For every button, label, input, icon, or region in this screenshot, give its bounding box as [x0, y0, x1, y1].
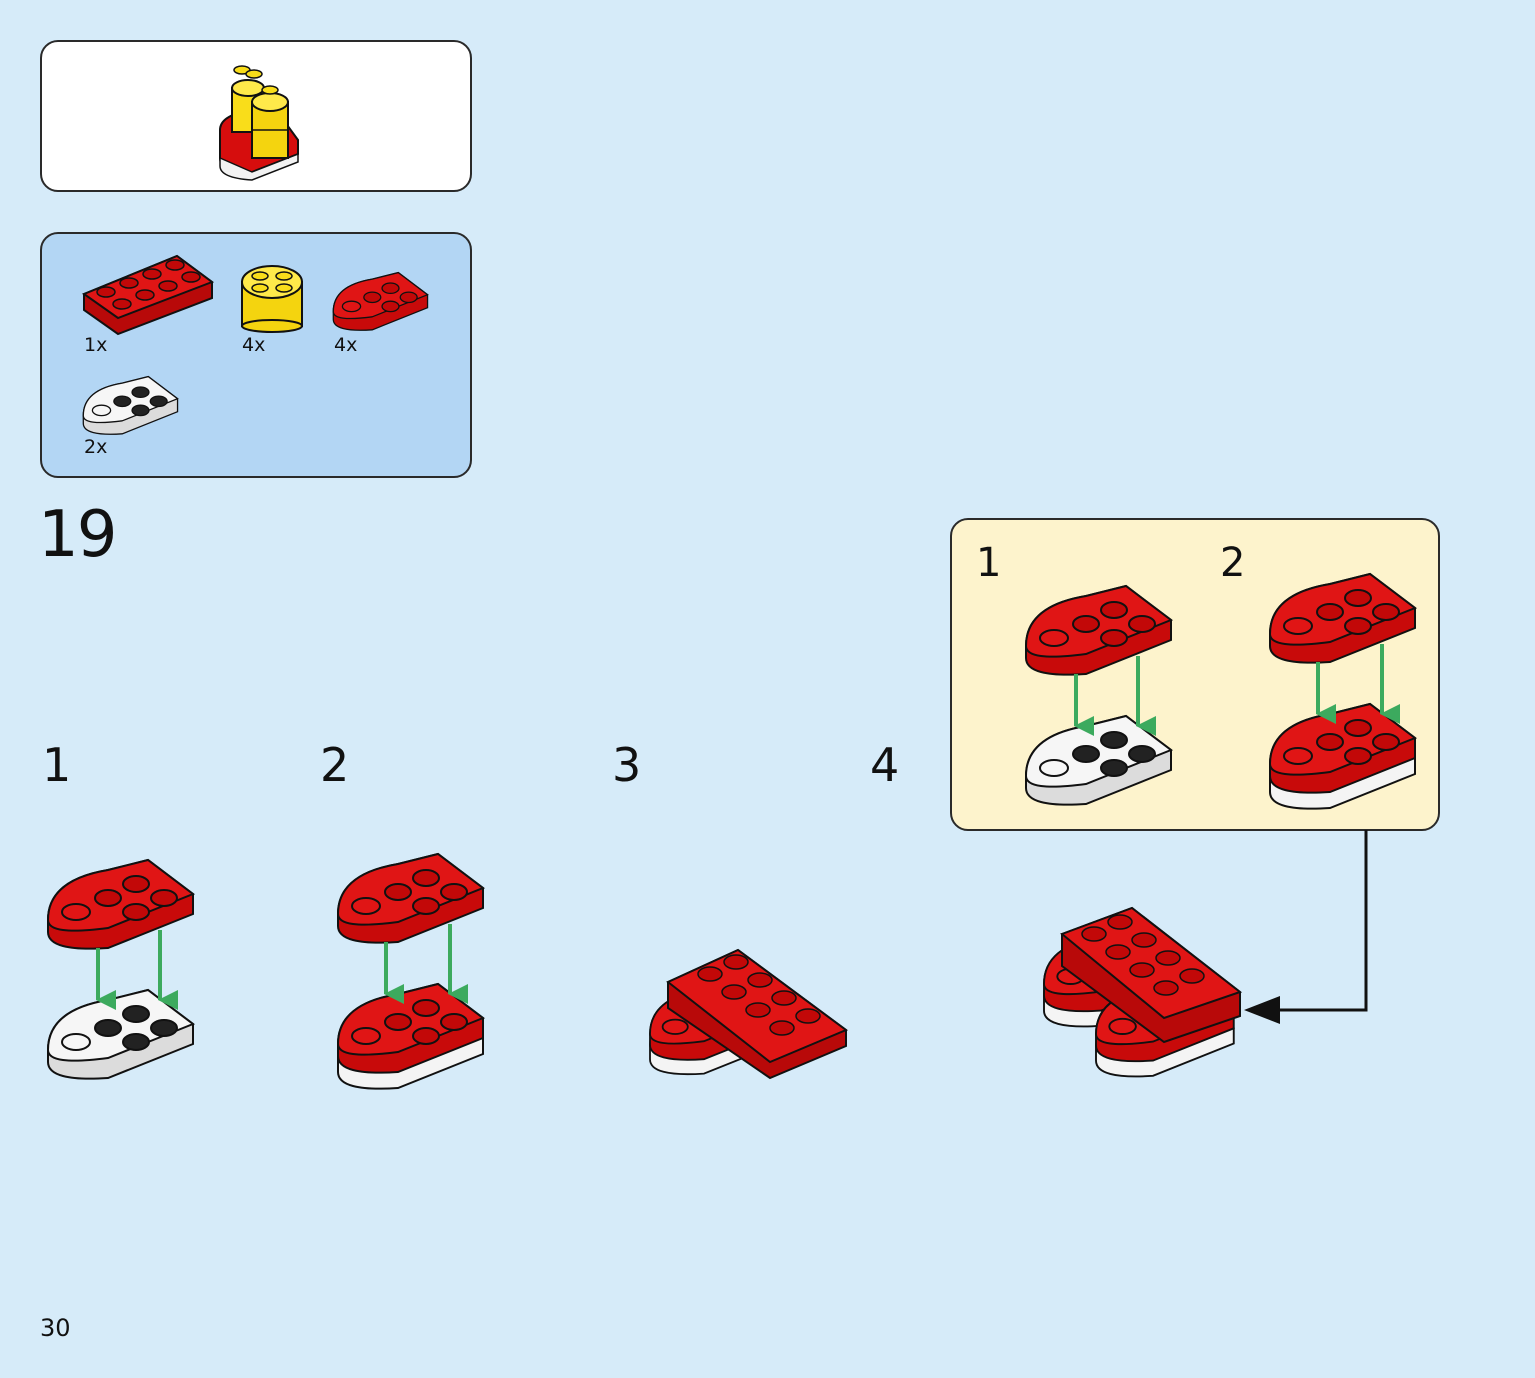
sub-model-preview-image: [219, 65, 299, 181]
parts-list-panel: 1x 4x 4x 2x: [40, 232, 472, 478]
callout-connector-arrow: [1244, 830, 1368, 1024]
sub-step-3-illustration: [650, 948, 849, 1080]
callout-step-number-2: 2: [1220, 540, 1246, 586]
sub-assembly-callout-panel: 1 2: [950, 518, 1440, 831]
sub-step-number-3: 3: [612, 738, 642, 792]
page-number: 30: [40, 1314, 71, 1342]
callout-step-1-illustration: [1025, 585, 1172, 806]
part-red-plate-2x4: [81, 254, 215, 336]
sub-step-number-1: 1: [42, 738, 72, 792]
part-quantity: 1x: [84, 334, 108, 356]
part-quantity: 4x: [334, 334, 358, 356]
sub-step-1-illustration: [47, 859, 194, 1080]
sub-step-4-illustration: [1044, 906, 1243, 1086]
part-white-rounded-plate: [82, 375, 179, 435]
callout-step-2-illustration: [1269, 573, 1416, 814]
part-quantity: 2x: [84, 436, 108, 458]
sub-model-preview-panel: [40, 40, 472, 192]
sub-step-2-illustration: [337, 853, 484, 1094]
step-number: 19: [38, 498, 117, 572]
sub-step-number-2: 2: [320, 738, 350, 792]
sub-step-number-4: 4: [870, 738, 900, 792]
part-quantity: 4x: [242, 334, 266, 356]
part-yellow-round-brick: [241, 265, 303, 333]
callout-step-number-1: 1: [976, 540, 1002, 586]
part-red-rounded-plate: [332, 271, 429, 331]
